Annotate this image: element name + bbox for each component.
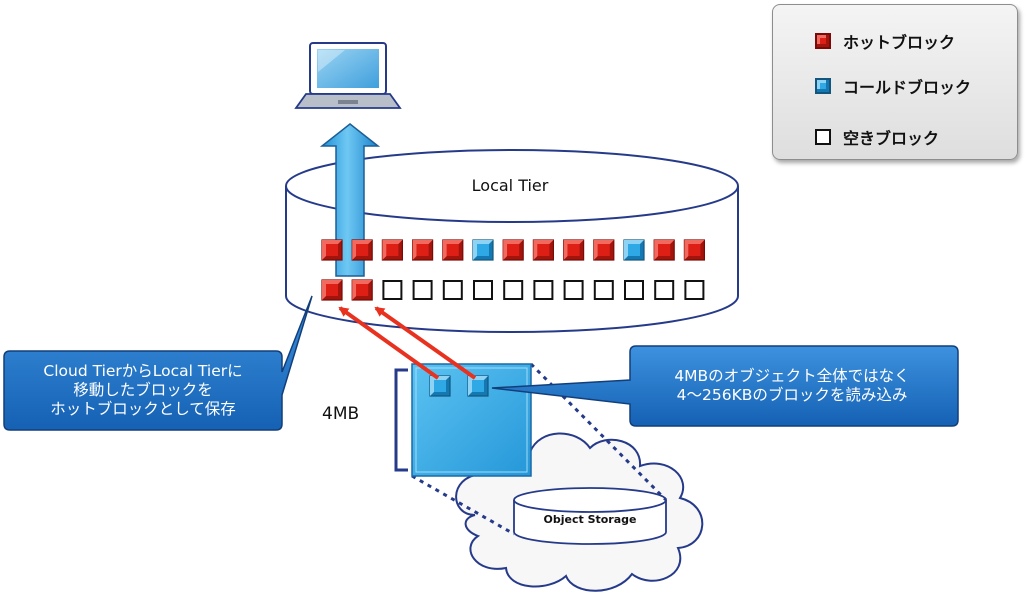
block-empty	[563, 280, 584, 300]
local-tier-label: Local Tier	[471, 176, 549, 195]
hot-block-icon	[815, 33, 831, 49]
callout-left	[3, 295, 313, 431]
block-hot	[532, 239, 555, 261]
block-hot	[351, 279, 373, 301]
block-empty	[503, 280, 524, 300]
object-block-cold	[429, 375, 451, 397]
object-blocks	[429, 375, 489, 397]
callout-right-text: 4MBのオブジェクト全体ではなく 4～256KBのブロックを読み込み	[674, 366, 910, 404]
block-hot	[412, 239, 434, 261]
block-hot	[351, 239, 373, 261]
block-hot	[321, 279, 343, 301]
block-hot	[442, 239, 464, 261]
block-hot	[321, 239, 343, 261]
move-red-arrows	[338, 306, 477, 380]
block-empty	[382, 280, 403, 300]
block-hot	[593, 239, 615, 261]
block-empty	[684, 280, 705, 300]
block-empty	[533, 280, 554, 300]
legend-label-hot: ホットブロック	[843, 33, 956, 52]
size-bracket	[394, 368, 408, 472]
callout-left-text: Cloud TierからLocal Tierに 移動したブロックを ホットブロッ…	[43, 362, 243, 418]
block-empty	[412, 280, 433, 300]
object-block-cold	[467, 375, 489, 397]
local-tier-lower-row	[321, 279, 705, 301]
empty-block-icon	[815, 129, 831, 145]
block-hot	[502, 239, 524, 261]
object-size-label: 4MB	[322, 404, 360, 424]
legend-label-empty: 空きブロック	[843, 129, 940, 148]
legend-label-cold: コールドブロック	[843, 78, 972, 97]
block-empty	[624, 280, 644, 300]
block-hot	[381, 239, 403, 261]
object-storage-cylinder	[513, 487, 667, 545]
local-tier-upper-row	[321, 239, 706, 261]
block-cold	[472, 239, 494, 261]
legend-item-empty: 空きブロック	[815, 126, 939, 148]
block-hot	[653, 239, 675, 261]
object-storage-label: Object Storage	[543, 513, 637, 526]
block-hot	[683, 239, 706, 261]
block-empty	[442, 280, 463, 300]
legend-item-hot: ホットブロック	[815, 30, 955, 52]
cold-block-icon	[815, 78, 831, 94]
block-empty	[593, 280, 614, 300]
legend-item-cold: コールドブロック	[815, 75, 971, 97]
callout-right	[491, 345, 959, 427]
block-empty	[473, 280, 493, 300]
block-cold	[623, 239, 645, 261]
legend-panel: ホットブロック コールドブロック 空きブロック	[772, 4, 1018, 160]
zoom-dotted-lines	[411, 362, 668, 536]
laptop-icon	[294, 42, 402, 109]
block-hot	[562, 239, 585, 261]
block-empty	[654, 280, 675, 300]
